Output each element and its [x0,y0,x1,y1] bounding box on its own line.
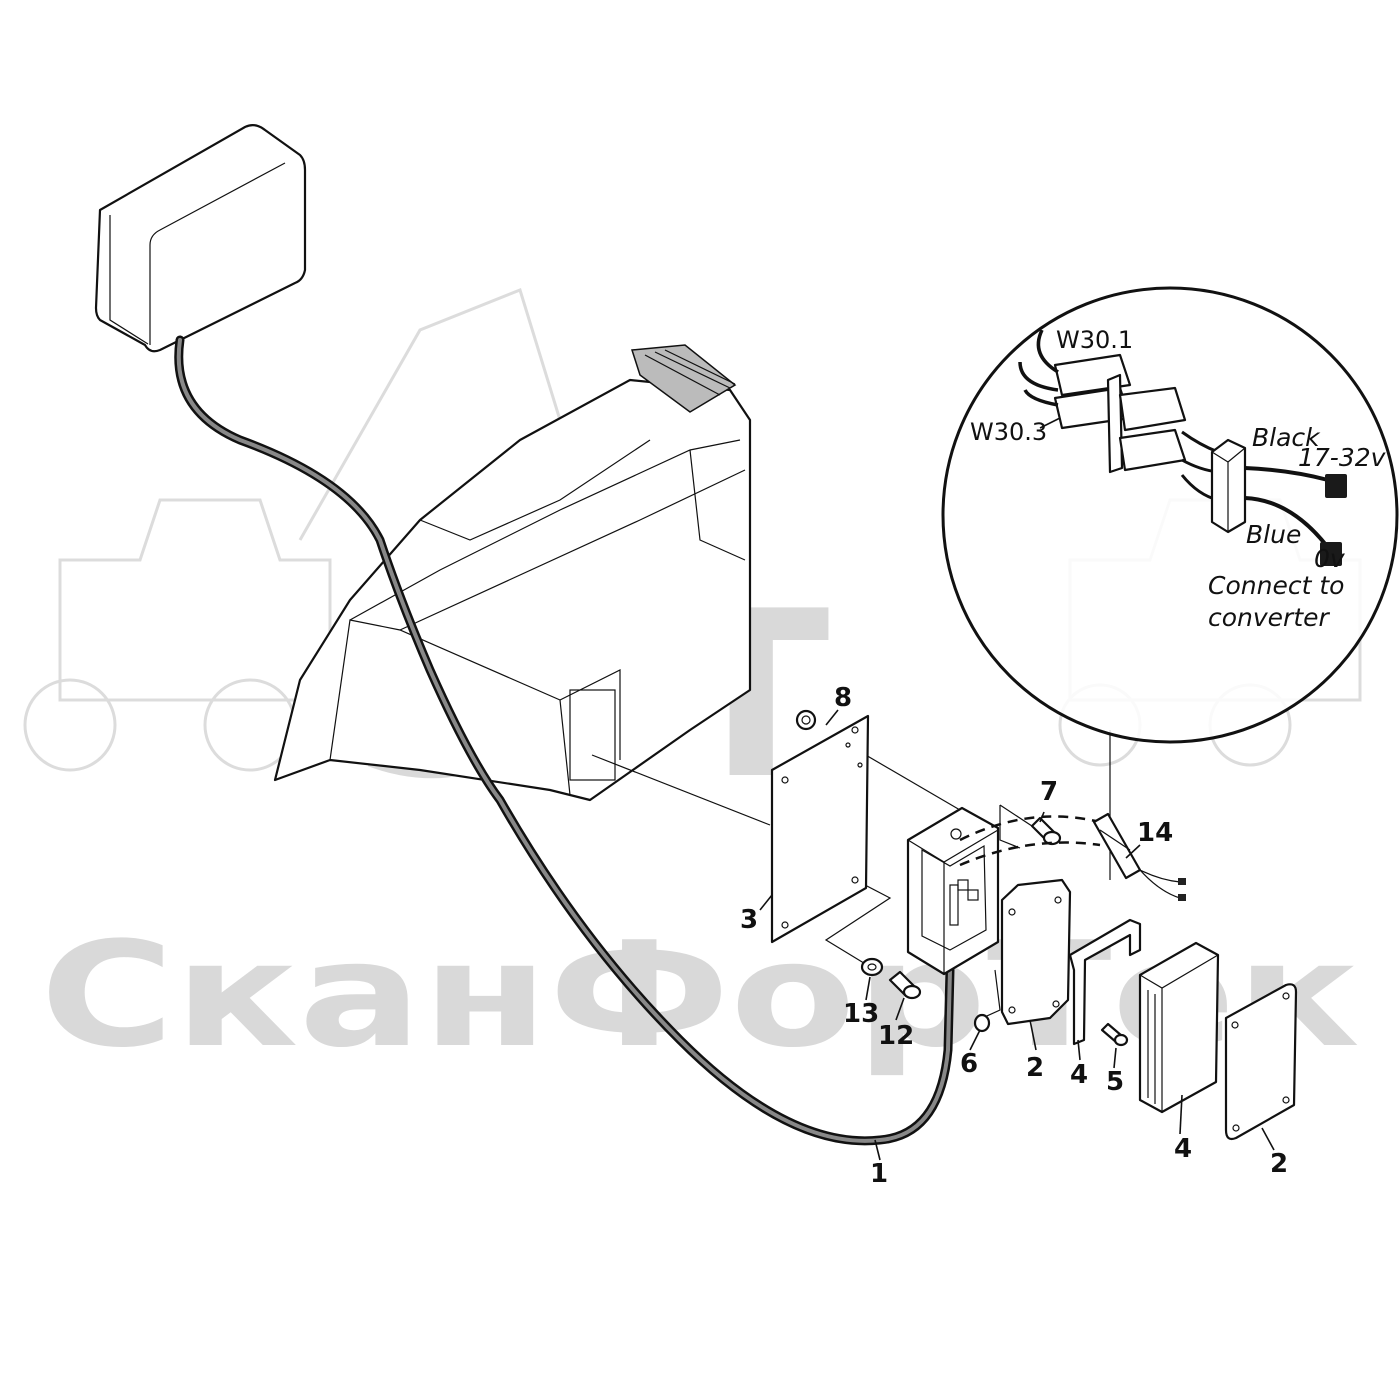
bolt [888,970,922,1000]
label-zero-volt: 0v [1314,544,1346,573]
display-unit [94,123,307,353]
label-black: Black [1252,423,1321,452]
small-screw [1100,1022,1129,1047]
label-blue: Blue [1246,520,1301,549]
connector-harness [959,812,1186,901]
callout-8: 8 [834,683,852,713]
washer [860,957,884,977]
callout-3: 3 [740,905,758,935]
label-voltage: 17-32v [1298,443,1387,472]
callout-4-cover: 4 [1174,1134,1192,1164]
small-nut [973,1013,991,1033]
cover-box [1138,941,1220,1114]
callout-leaders [759,709,1275,1161]
callout-13: 13 [843,999,879,1029]
gasket-plate-outer [1224,983,1298,1141]
mounting-plate [770,714,870,944]
callout-2-inner: 2 [1026,1053,1044,1083]
callout-7: 7 [1040,777,1058,807]
assembly-lines [591,730,1111,1021]
callout-1: 1 [870,1159,888,1189]
screw [1030,816,1062,846]
callout-12: 12 [878,1021,914,1051]
callout-14: 14 [1137,818,1173,848]
callout-2-outer: 2 [1270,1149,1288,1179]
detail-view [941,286,1399,744]
label-w30-1: W30.1 [1056,326,1133,354]
callout-6: 6 [960,1049,978,1079]
label-w30-3: W30.3 [970,418,1047,446]
nut [795,709,817,731]
converter-box [906,806,1000,976]
note-line-1: Connect to [1208,571,1344,600]
bracket [1068,918,1142,1046]
callout-5: 5 [1106,1067,1124,1097]
callout-4-bracket: 4 [1070,1060,1088,1090]
note-line-2: converter [1208,603,1331,632]
gasket-plate-inner [1000,878,1072,1026]
cab-body [273,344,752,802]
